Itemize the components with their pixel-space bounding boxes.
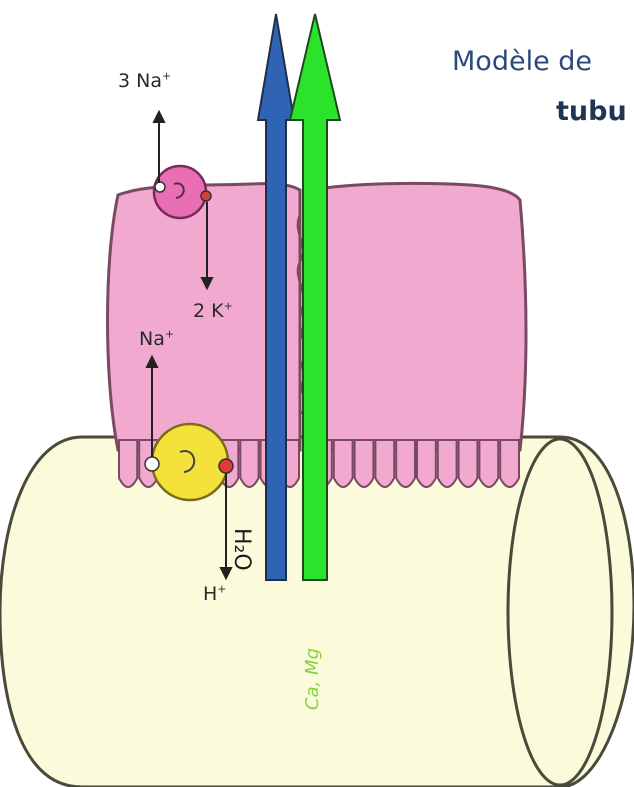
exchanger-na-site [145,457,159,471]
microvillus [438,440,457,487]
microvillus [479,440,498,487]
microvillus [500,440,519,487]
microvillus [240,440,258,487]
diagram-title-line-2: tubu [556,96,627,127]
exchanger-body [152,424,228,500]
label-ca-mg: Ca, Mg [302,648,323,710]
label-na-uptake: Na+ [139,328,174,350]
right-epithelial-cell [312,183,526,450]
microvillus [459,440,478,487]
diagram-title-line-1: Modèle de [452,46,592,77]
microvillus [396,440,415,487]
microvillus [334,440,353,487]
label-water: H₂O [229,528,254,571]
na-pump-efflux-arrowhead [154,112,164,122]
microvillus [375,440,394,487]
label-3na-out: 3 Na+ [118,70,171,92]
label-h-secreted: H+ [203,583,227,605]
microvillus [119,440,137,487]
microvillus [417,440,436,487]
exchanger-h-site [219,459,233,473]
microvillus [355,440,374,487]
label-2k-in: 2 K+ [193,300,233,322]
pump-k-site [201,191,211,201]
tubule-end-opening [508,439,612,785]
pump-na-site [155,182,165,192]
